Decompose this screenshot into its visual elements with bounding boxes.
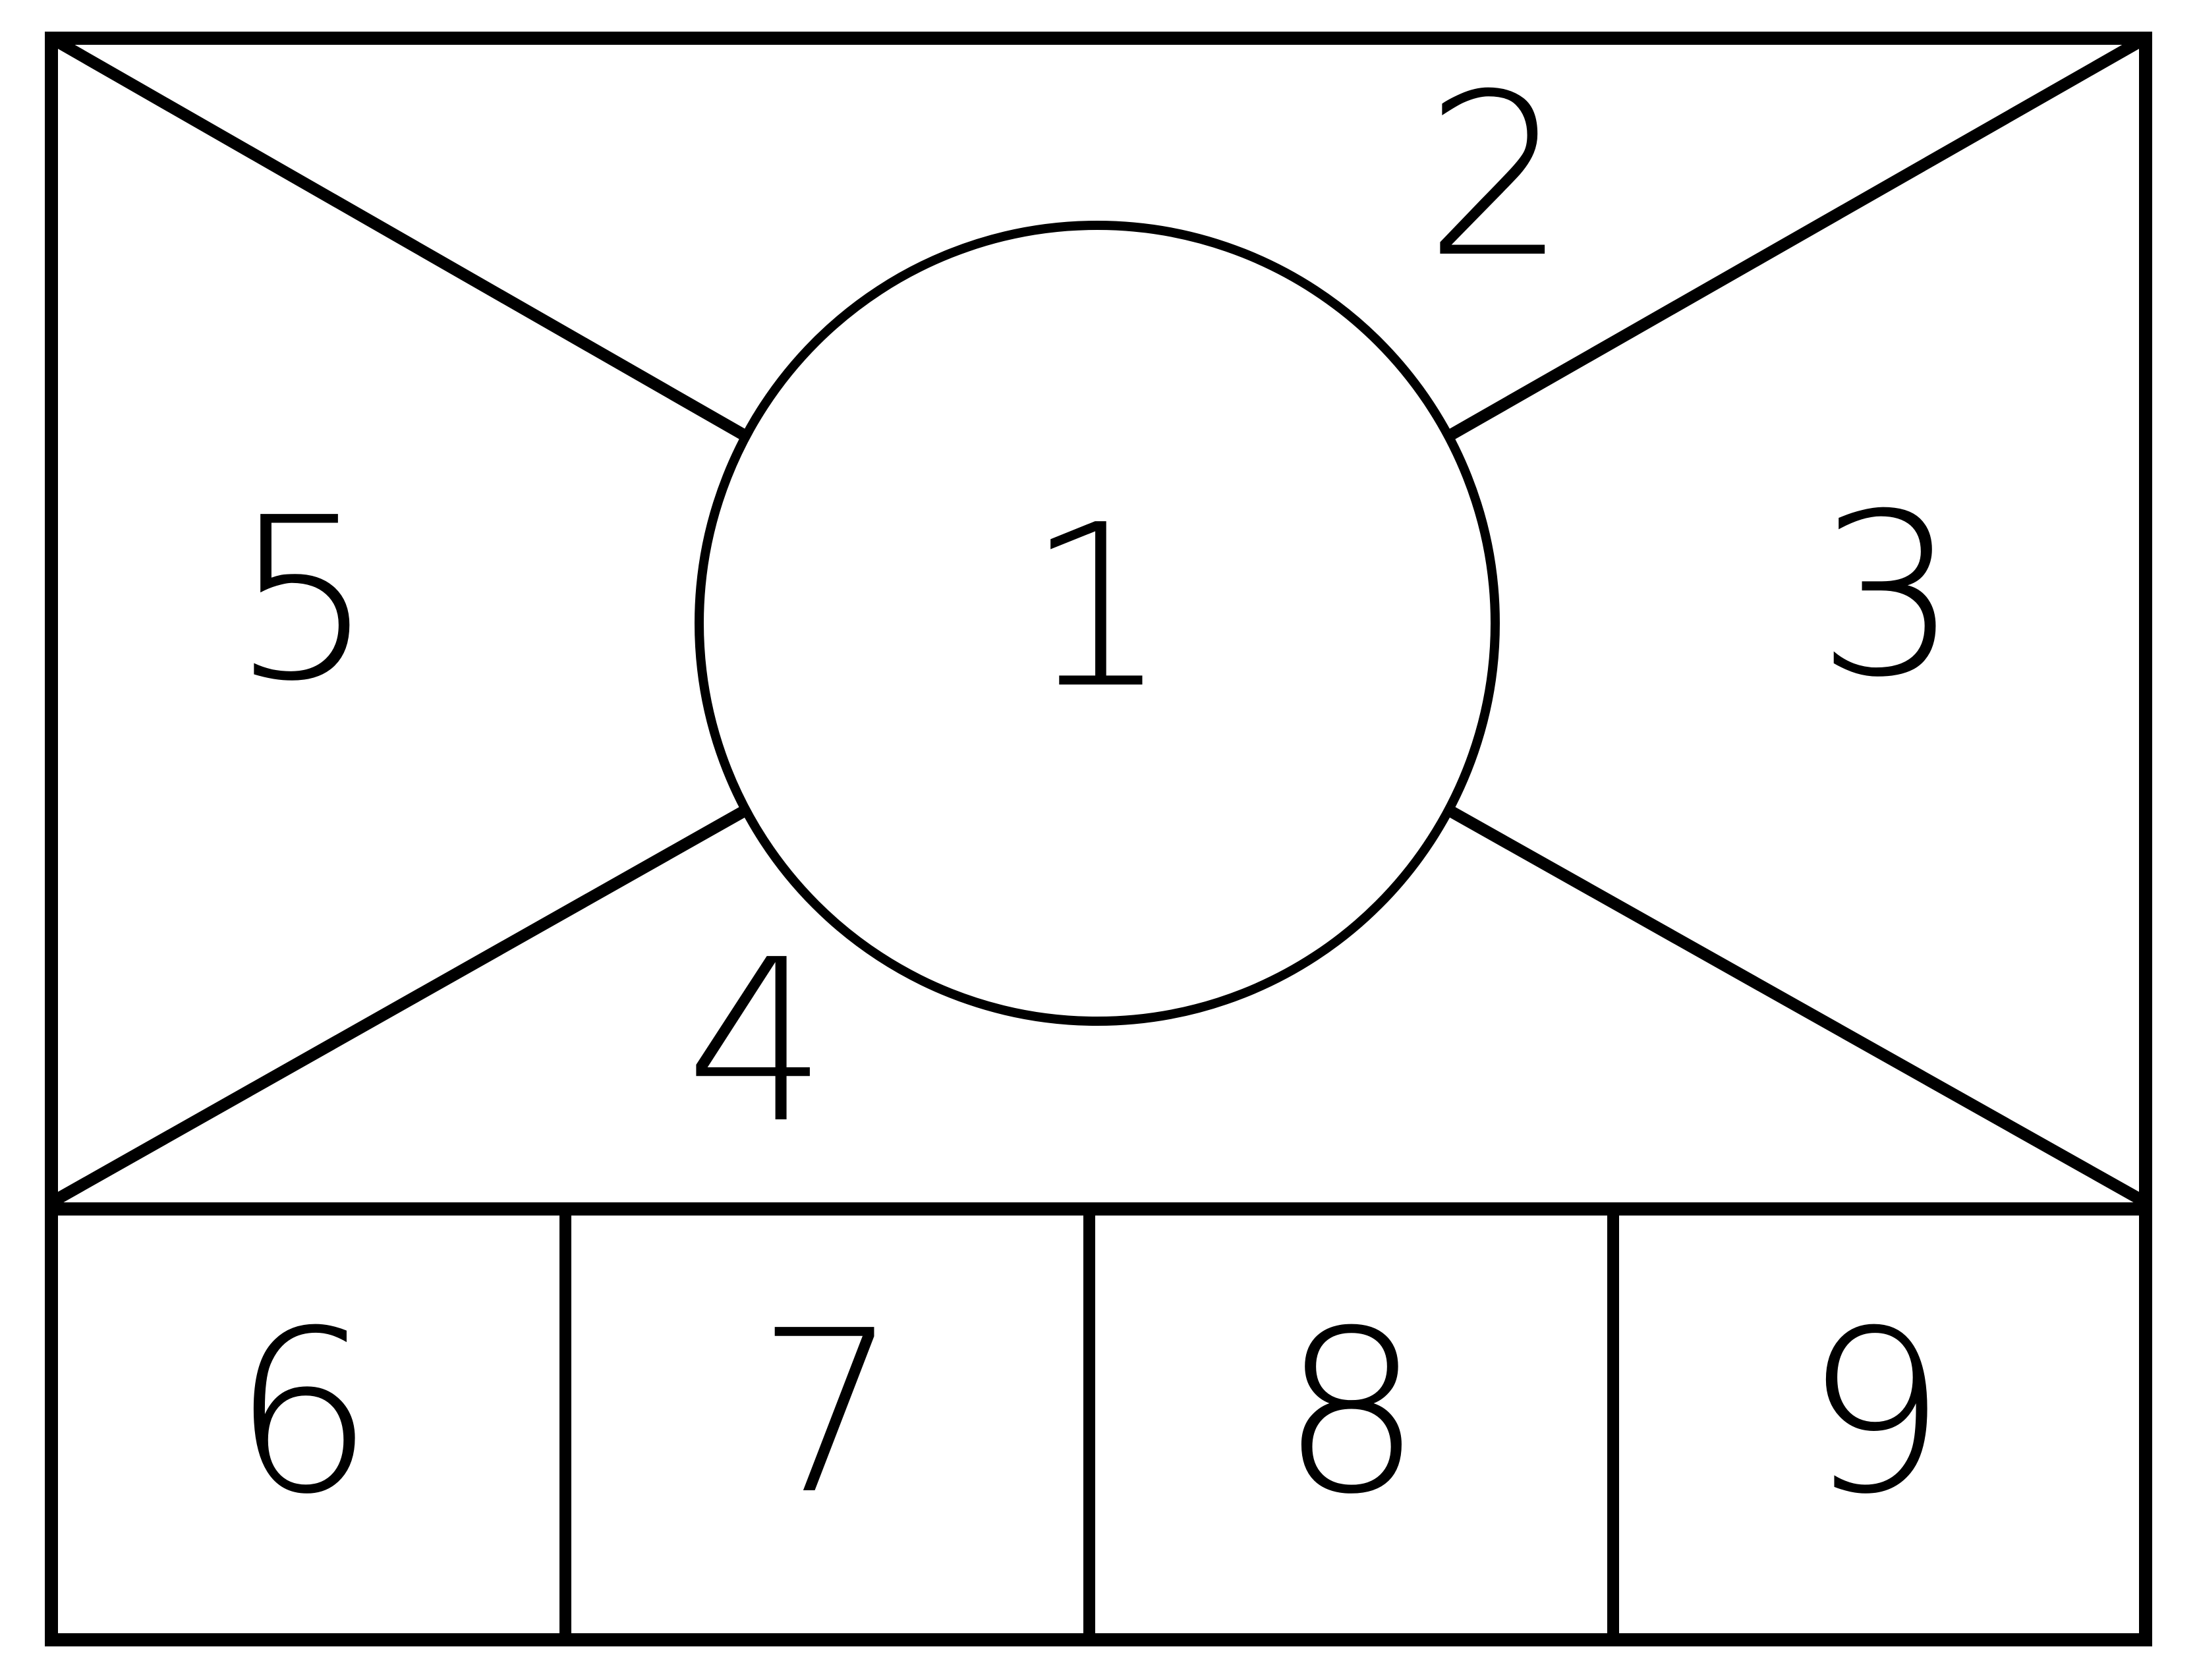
- region-label-6: 6: [232, 1283, 374, 1544]
- outer-rectangle-border: [45, 32, 2152, 1646]
- region-label-5: 5: [232, 470, 374, 731]
- region-label-1: 1: [1026, 477, 1168, 738]
- diagonal-top-right: [1410, 33, 2149, 462]
- region-label-3: 3: [1817, 466, 1959, 727]
- region-label-7: 7: [756, 1283, 899, 1544]
- region-label-8: 8: [1280, 1283, 1423, 1544]
- region-label-4: 4: [685, 912, 828, 1173]
- region-label-9: 9: [1804, 1283, 1947, 1544]
- diagonal-bottom-left: [48, 785, 785, 1208]
- diagonal-top-left: [48, 33, 785, 462]
- diagonal-bottom-right: [1410, 785, 2149, 1208]
- center-circle: [695, 221, 1500, 1026]
- region-label-2: 2: [1425, 46, 1567, 307]
